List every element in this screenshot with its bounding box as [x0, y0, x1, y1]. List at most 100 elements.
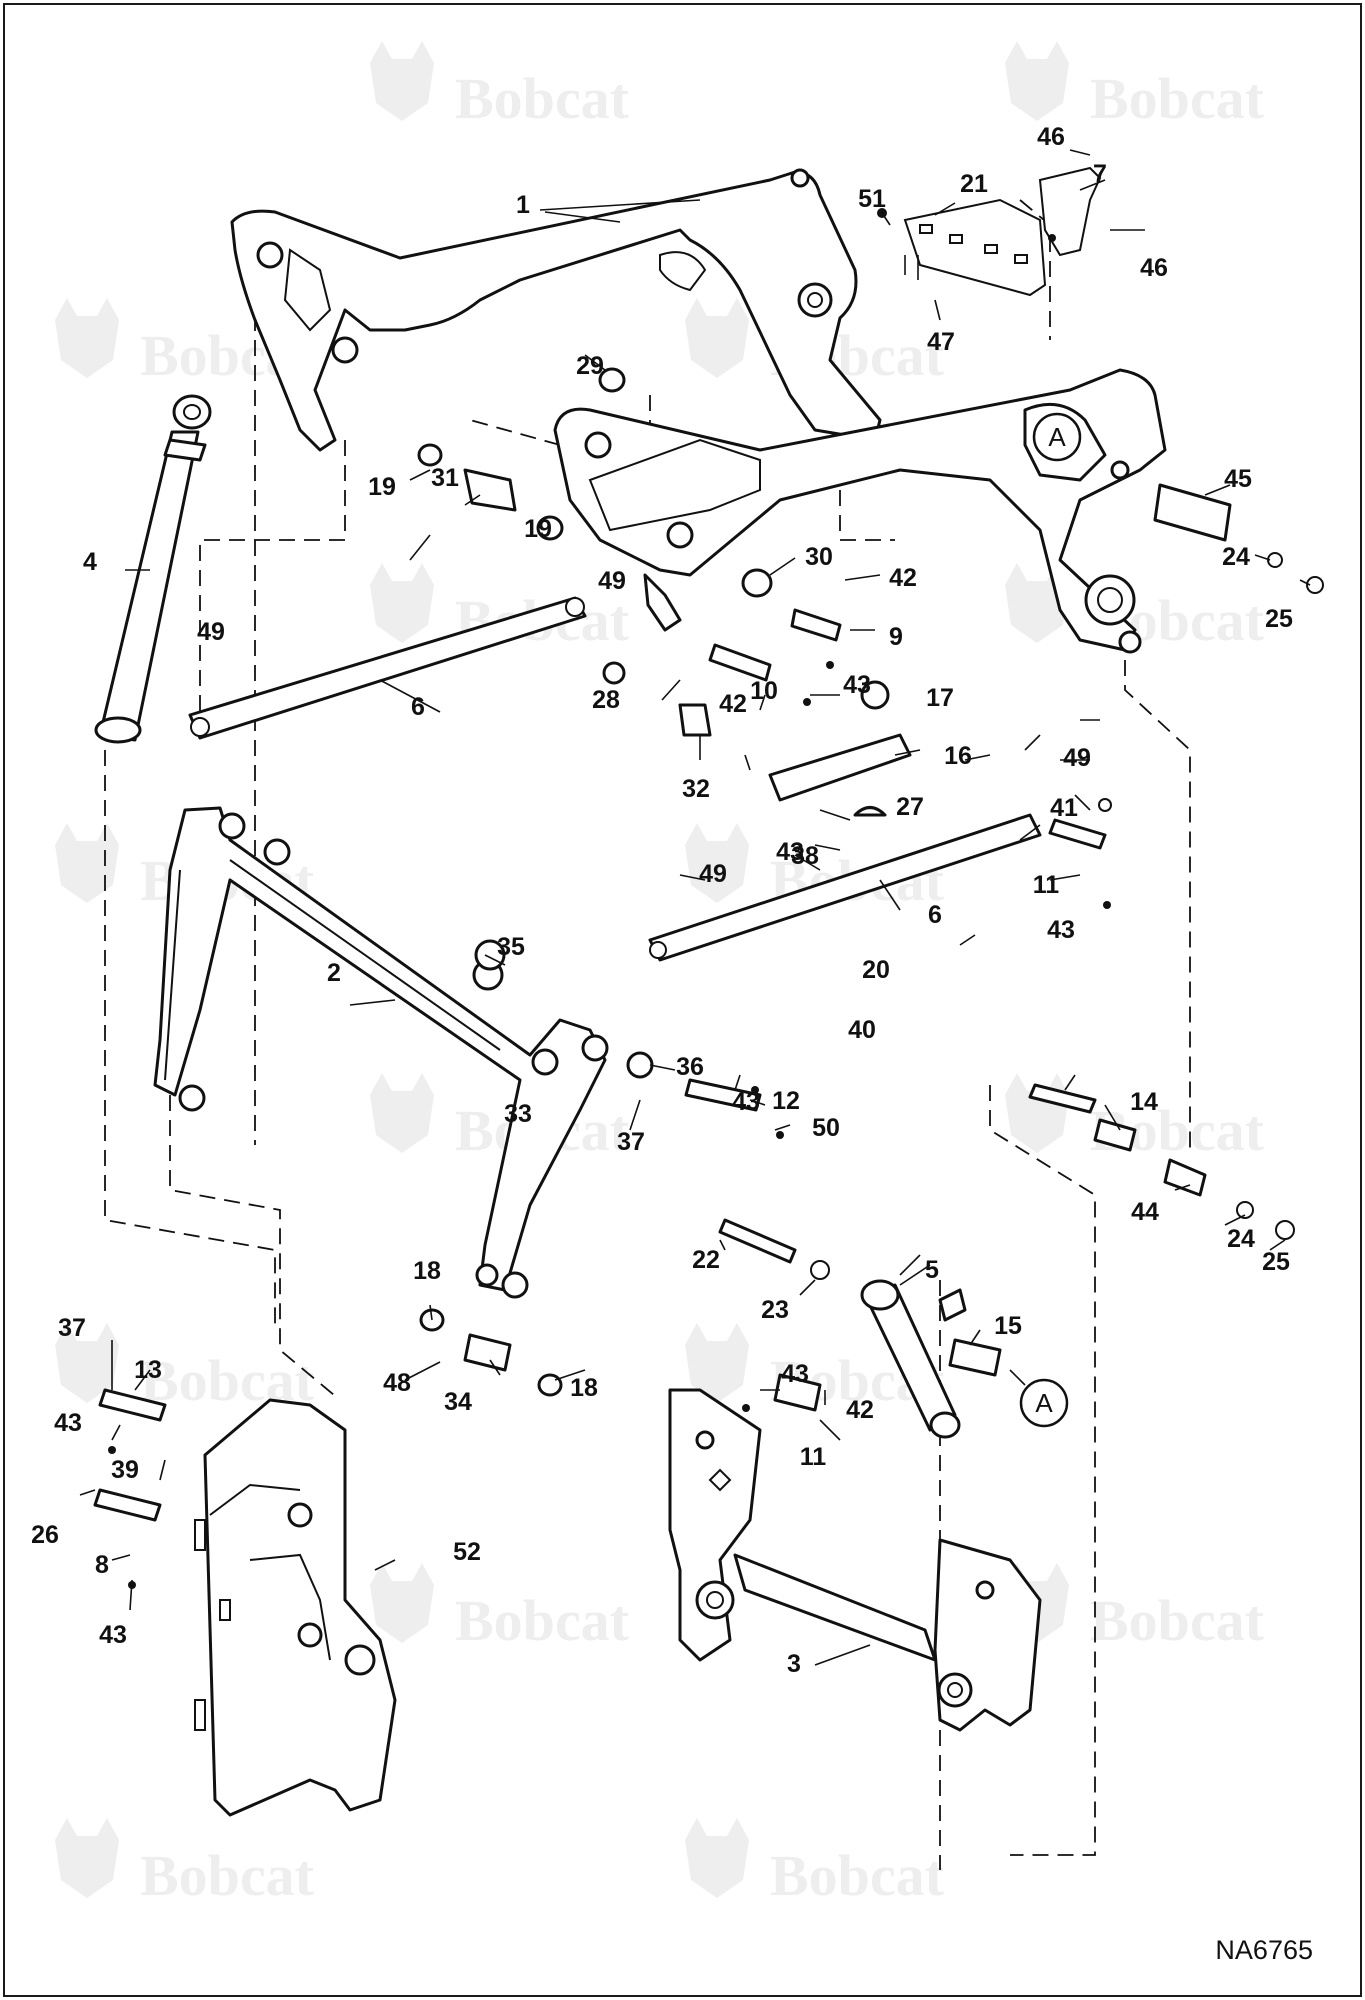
- callout-7: 7: [1093, 160, 1107, 188]
- svg-text:Bobcat: Bobcat: [1090, 1588, 1265, 1653]
- callout-15: 15: [994, 1312, 1022, 1340]
- lift-arm-lower: [153, 806, 609, 1299]
- bobcat-watermark: Bobcat: [370, 1563, 630, 1653]
- lift-arm-upper: [230, 168, 882, 452]
- callout-46: 46: [1037, 123, 1065, 151]
- callout-4: 4: [83, 548, 97, 576]
- drawing-number: NA6765: [1215, 1935, 1313, 1965]
- bobcat-watermark: Bobcat: [370, 41, 630, 131]
- callout-10: 10: [750, 677, 778, 705]
- svg-text:Bobcat: Bobcat: [1090, 66, 1265, 131]
- svg-text:A: A: [1048, 422, 1066, 452]
- callout-43: 43: [776, 838, 804, 866]
- control-linkage-plates: [903, 166, 1102, 297]
- callout-19: 19: [368, 473, 396, 501]
- callout-49: 49: [1063, 744, 1091, 772]
- callout-44: 44: [1131, 1198, 1159, 1226]
- callout-31: 31: [431, 464, 459, 492]
- callout-43: 43: [99, 1621, 127, 1649]
- callout-42: 42: [889, 564, 917, 592]
- callout-43: 43: [732, 1088, 760, 1116]
- callout-23: 23: [761, 1296, 789, 1324]
- svg-text:Bobcat: Bobcat: [455, 66, 630, 131]
- callout-43: 43: [781, 1360, 809, 1388]
- callout-37: 37: [58, 1314, 86, 1342]
- callout-leader-lines: [79, 149, 1311, 1666]
- bobcat-watermark: Bobcat: [1005, 1563, 1265, 1653]
- callout-18: 18: [570, 1374, 598, 1402]
- callout-6: 6: [928, 901, 942, 929]
- callout-49: 49: [197, 618, 225, 646]
- callout-6: 6: [411, 693, 425, 721]
- callout-39: 39: [111, 1456, 139, 1484]
- callout-47: 47: [927, 328, 955, 356]
- callout-41: 41: [1050, 794, 1078, 822]
- svg-text:A: A: [1035, 1388, 1053, 1418]
- diagram-border: [3, 3, 1362, 1997]
- callout-42: 42: [719, 690, 747, 718]
- callout-24: 24: [1227, 1225, 1255, 1253]
- callout-number-layer: 1234566789101111121314151617181819192021…: [31, 123, 1293, 1678]
- callout-2: 2: [327, 959, 341, 987]
- callout-43: 43: [843, 671, 871, 699]
- callout-46: 46: [1140, 254, 1168, 282]
- callout-24: 24: [1222, 543, 1250, 571]
- callout-1: 1: [516, 191, 530, 219]
- callout-25: 25: [1265, 605, 1293, 633]
- callout-43: 43: [1047, 916, 1075, 944]
- callout-9: 9: [889, 623, 903, 651]
- link-bar-lower: [648, 680, 1042, 962]
- callout-43: 43: [54, 1409, 82, 1437]
- callout-30: 30: [805, 543, 833, 571]
- callout-38: 38: [791, 842, 819, 870]
- attachment-mount-frame: [668, 1388, 1042, 1732]
- callout-16: 16: [944, 742, 972, 770]
- link-bar-upper: [188, 596, 587, 740]
- callout-12: 12: [772, 1087, 800, 1115]
- reference-marker-a-upper: A: [1032, 412, 1082, 462]
- callout-36: 36: [676, 1053, 704, 1081]
- callout-52: 52: [453, 1538, 481, 1566]
- bobcat-watermark: Bobcat: [55, 1818, 315, 1908]
- svg-text:Bobcat: Bobcat: [455, 1588, 630, 1653]
- callout-34: 34: [444, 1388, 472, 1416]
- svg-text:Bobcat: Bobcat: [770, 1843, 945, 1908]
- callout-21: 21: [960, 170, 988, 198]
- callout-8: 8: [95, 1551, 109, 1579]
- callout-40: 40: [848, 1016, 876, 1044]
- callout-17: 17: [926, 684, 954, 712]
- callout-11: 11: [800, 1443, 827, 1471]
- callout-27: 27: [896, 793, 924, 821]
- callout-5: 5: [925, 1256, 939, 1284]
- callout-29: 29: [576, 352, 604, 380]
- callout-25: 25: [1262, 1248, 1290, 1276]
- callout-13: 13: [134, 1356, 162, 1384]
- callout-33: 33: [504, 1100, 532, 1128]
- callout-51: 51: [858, 185, 886, 213]
- callout-42: 42: [846, 1396, 874, 1424]
- callout-48: 48: [383, 1369, 411, 1397]
- callout-11: 11: [1033, 871, 1060, 899]
- callout-37: 37: [617, 1128, 645, 1156]
- reference-marker-a-lower: A: [1019, 1378, 1069, 1428]
- assembly-dashed-lines: [104, 199, 1191, 1870]
- callout-3: 3: [787, 1650, 801, 1678]
- callout-50: 50: [812, 1114, 840, 1142]
- callout-14: 14: [1130, 1088, 1158, 1116]
- main-side-frame: [194, 1398, 397, 1817]
- callout-28: 28: [592, 686, 620, 714]
- callout-26: 26: [31, 1521, 59, 1549]
- callout-49: 49: [699, 860, 727, 888]
- callout-22: 22: [692, 1246, 720, 1274]
- hardware-pins-bushings: [93, 367, 1324, 1522]
- callout-35: 35: [497, 933, 525, 961]
- svg-text:Bobcat: Bobcat: [140, 1843, 315, 1908]
- callout-20: 20: [862, 956, 890, 984]
- callout-45: 45: [1224, 465, 1252, 493]
- callout-18: 18: [413, 1257, 441, 1285]
- callout-32: 32: [682, 775, 710, 803]
- callout-19: 19: [524, 515, 552, 543]
- tilt-cylinder: [94, 394, 212, 744]
